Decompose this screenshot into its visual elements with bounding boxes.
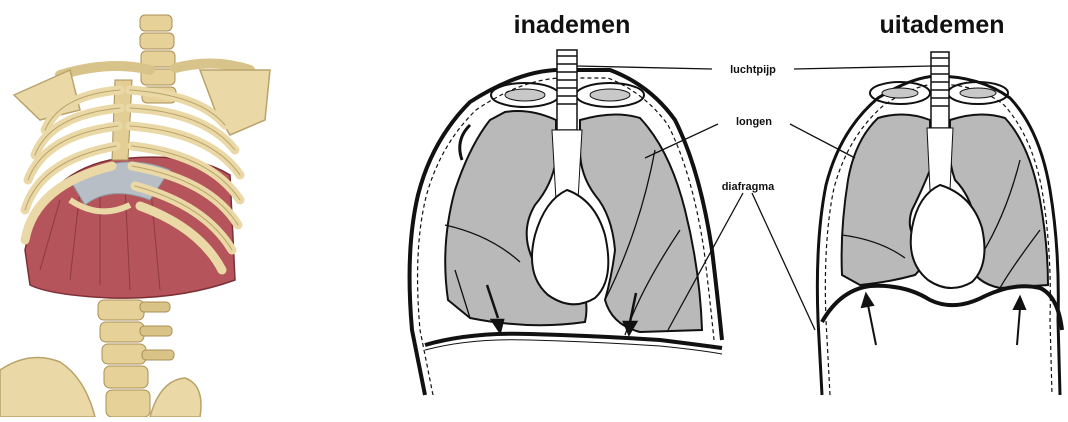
exhale-trachea [927, 52, 953, 190]
exhale-heading: uitademen [879, 11, 1004, 39]
exhale-diagram [817, 52, 1062, 395]
inhale-trachea [552, 50, 582, 200]
inhale-diaphragm [425, 334, 722, 348]
trachea-label: luchtpijp [730, 64, 776, 76]
inhale-heart [532, 190, 608, 304]
lungs-label: longen [736, 116, 772, 128]
diaphragm-label: diafragma [722, 181, 775, 193]
inhale-heading: inademen [514, 11, 631, 39]
exhale-arrows [862, 294, 1025, 345]
exhale-diaphragm [822, 286, 1062, 330]
pelvis [0, 358, 95, 418]
anatomy-illustration [0, 15, 270, 417]
inhale-diagram [410, 50, 722, 395]
